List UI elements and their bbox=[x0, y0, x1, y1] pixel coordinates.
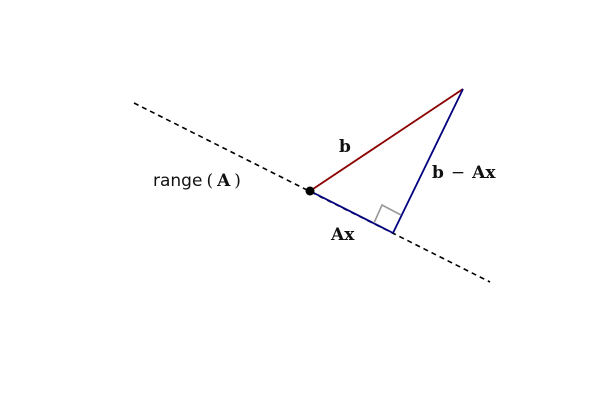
label-residual: b − Ax bbox=[432, 163, 496, 183]
label-range-A: range ( A ) bbox=[153, 171, 241, 191]
label-range-close: ) bbox=[234, 171, 241, 191]
label-projection-Ax: Ax bbox=[330, 225, 355, 245]
label-range-arg: A bbox=[216, 171, 231, 191]
label-residual-Ax: Ax bbox=[471, 163, 496, 183]
label-residual-minus: − bbox=[451, 163, 465, 183]
projection-vector-Ax bbox=[309, 190, 394, 234]
origin-point bbox=[305, 186, 315, 196]
vector-b bbox=[309, 88, 464, 192]
residual-vector bbox=[392, 88, 464, 234]
label-residual-b: b bbox=[432, 163, 444, 183]
right-angle-marker bbox=[373, 203, 402, 224]
label-range-open: ( bbox=[206, 171, 213, 191]
label-range-fn: range bbox=[153, 171, 202, 191]
label-b: b bbox=[339, 137, 351, 157]
